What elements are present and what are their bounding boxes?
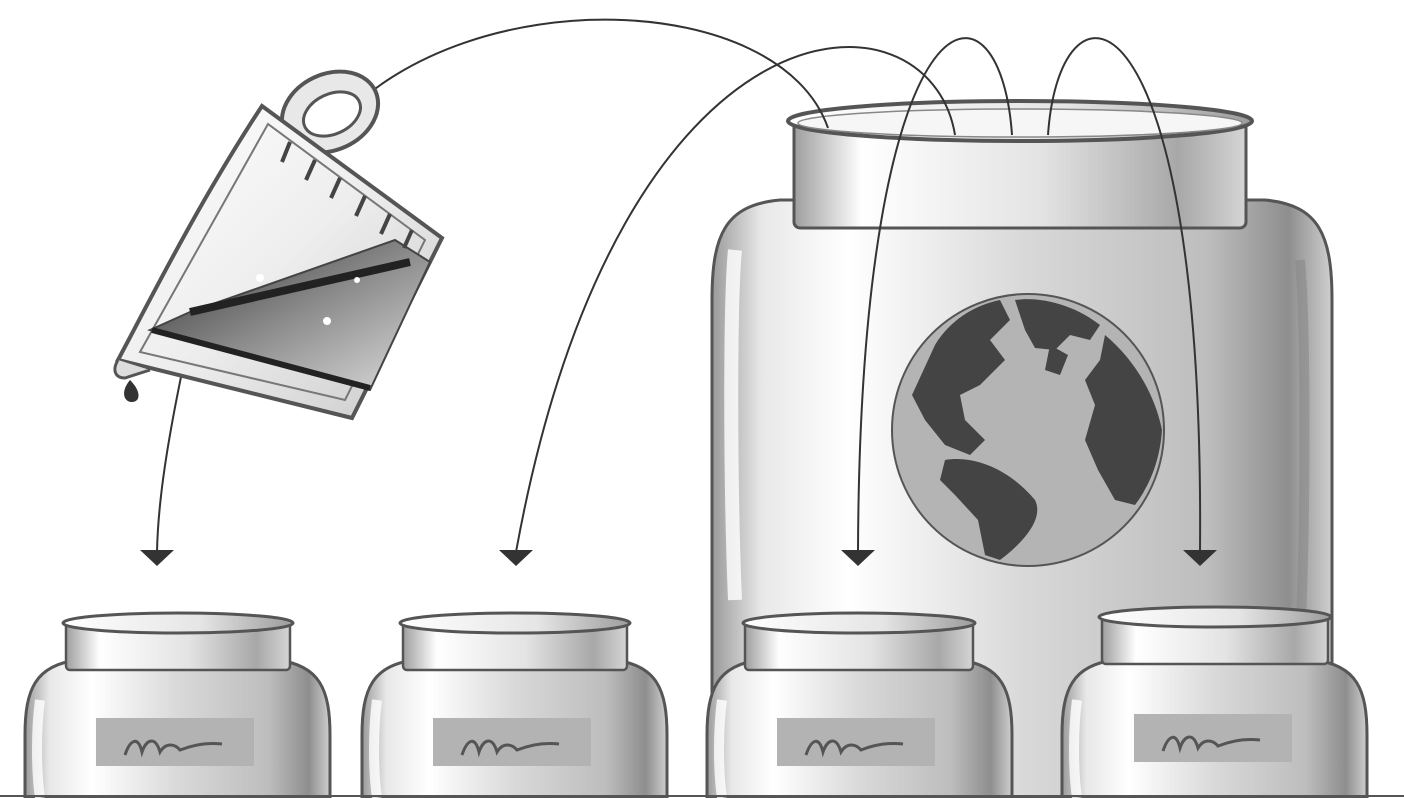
small-glass-jar-icon (25, 613, 330, 798)
measuring-pitcher-icon (115, 56, 442, 418)
flow-arrow-pitcher-to-jar-1 (157, 372, 182, 552)
small-glass-jar-icon (707, 613, 1012, 798)
scribble-label-icon (777, 718, 935, 766)
arrowhead-jar-1 (140, 550, 174, 566)
arrowhead-jar-2 (499, 550, 533, 566)
scribble-label-icon (1134, 714, 1292, 762)
flow-arrow-pitcher-to-big-jar (340, 20, 828, 128)
liquid-drop-icon (124, 380, 138, 402)
small-glass-jar-icon (362, 613, 667, 798)
small-glass-jar-icon (1062, 607, 1367, 798)
scribble-label-icon (96, 718, 254, 766)
globe-icon (892, 294, 1164, 566)
scribble-label-icon (433, 718, 591, 766)
